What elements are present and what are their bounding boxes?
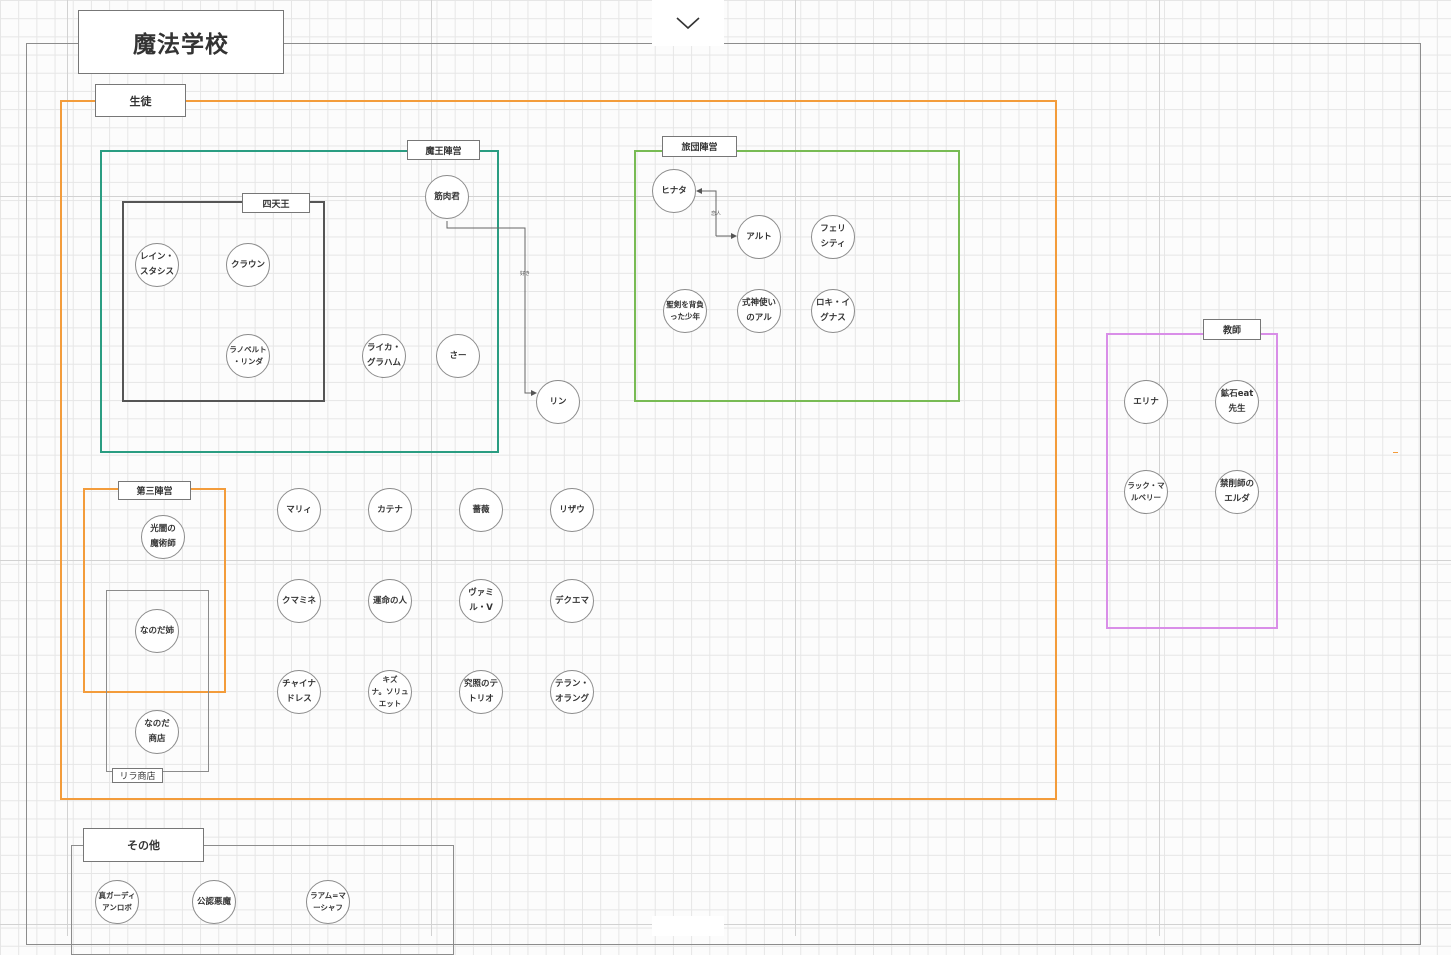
teachers-label[interactable]: 教師 <box>1203 319 1261 340</box>
shitenno-frame[interactable] <box>122 201 325 402</box>
node-raika[interactable]: ライカ・ グラハム <box>362 334 406 378</box>
node-kumamine[interactable]: クマミネ <box>277 579 321 623</box>
node-aruto[interactable]: アルト <box>737 215 781 259</box>
node-ranoberuto[interactable]: ラノベルト ・リンダ <box>226 334 270 378</box>
teachers-frame[interactable] <box>1106 333 1278 629</box>
node-raamu[interactable]: ラアム=マ ーシャフ <box>306 880 350 924</box>
ryodan-frame[interactable] <box>634 150 960 402</box>
node-katena[interactable]: カテナ <box>368 488 412 532</box>
shitenno-label[interactable]: 四天王 <box>242 193 310 213</box>
node-rokiigunasu[interactable]: ロキ・イ グナス <box>811 289 855 333</box>
edge-label-like: 好き <box>520 271 531 277</box>
node-unmei[interactable]: 運命の人 <box>368 579 412 623</box>
grid-line <box>431 0 432 936</box>
node-shingadi[interactable]: 真ガーディ アンロボ <box>95 880 139 924</box>
node-kizuna[interactable]: キズ ナ。ソリュ エット <box>368 670 412 714</box>
node-rizau[interactable]: リザウ <box>550 488 594 532</box>
node-shikigami[interactable]: 式神使い のアル <box>737 289 781 333</box>
others-label[interactable]: その他 <box>83 828 204 862</box>
node-clown[interactable]: クラウン <box>226 243 270 287</box>
stray-mark <box>1393 452 1398 453</box>
node-teran[interactable]: テラン・ オラング <box>550 670 594 714</box>
node-kinnikukun[interactable]: 筋肉君 <box>425 175 469 219</box>
node-seiken[interactable]: 聖剣を背負 った少年 <box>663 289 707 333</box>
node-ferishiti[interactable]: フェリ シティ <box>811 215 855 259</box>
grid-line <box>1159 0 1160 936</box>
node-nanodashop[interactable]: なのだ 商店 <box>135 710 179 754</box>
maou-label[interactable]: 魔王陣営 <box>407 140 480 160</box>
chevron-down-icon[interactable] <box>675 16 701 30</box>
node-nanodaane[interactable]: なのだ姉 <box>135 609 179 653</box>
node-rin[interactable]: リン <box>536 380 580 424</box>
students-frame[interactable] <box>60 100 1057 800</box>
node-koshiki[interactable]: 公認悪魔 <box>192 880 236 924</box>
grid-line <box>795 0 796 936</box>
node-rakku[interactable]: ラック・マ ルベリー <box>1124 470 1168 514</box>
node-vamiru[interactable]: ヴァミ ル・V <box>459 579 503 623</box>
node-mari[interactable]: マリィ <box>277 488 321 532</box>
diagram-title[interactable]: 魔法学校 <box>78 10 284 74</box>
edge-label-lover: 恋人 <box>711 211 722 217</box>
canvas-edge-handle <box>652 916 724 936</box>
third-label[interactable]: 第三陣営 <box>118 481 191 500</box>
node-chaina[interactable]: チャイナ ドレス <box>277 670 321 714</box>
collapse-toggle[interactable] <box>652 0 724 46</box>
ryodan-label[interactable]: 旅団陣営 <box>662 136 737 157</box>
node-dekuema[interactable]: デクエマ <box>550 579 594 623</box>
students-label[interactable]: 生徒 <box>95 84 186 117</box>
node-kyukyoku[interactable]: 究照のテ トリオ <box>459 670 503 714</box>
node-erina[interactable]: エリナ <box>1124 380 1168 424</box>
grid-line <box>67 0 68 936</box>
node-kouseki[interactable]: 鉱石eat 先生 <box>1215 380 1259 424</box>
node-hikari[interactable]: 光闇の 魔術師 <box>141 515 185 559</box>
node-kinjutsu[interactable]: 禁削師の エルダ <box>1215 470 1259 514</box>
node-hinata[interactable]: ヒナタ <box>652 169 696 213</box>
rira-label[interactable]: リラ商店 <box>112 768 163 783</box>
node-saa[interactable]: さー <box>436 334 480 378</box>
grid-line <box>0 560 1451 561</box>
grid-line <box>0 924 1451 925</box>
grid-line <box>0 196 1451 197</box>
node-rein[interactable]: レイン・ スタシス <box>135 243 179 287</box>
node-baraya[interactable]: 薔薇 <box>459 488 503 532</box>
